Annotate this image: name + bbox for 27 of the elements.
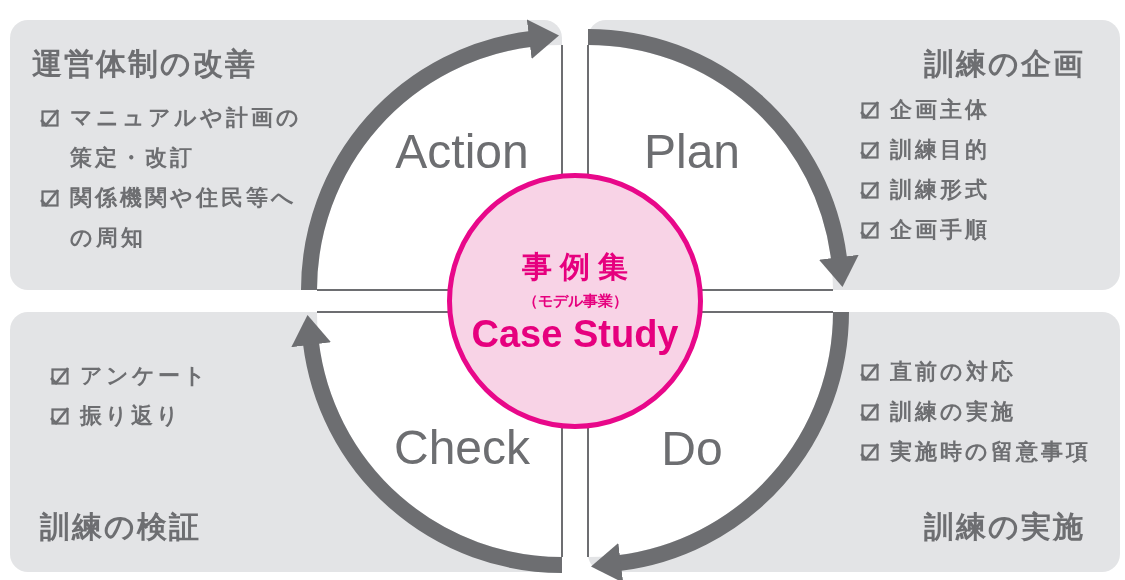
cycle-arrow — [301, 19, 559, 291]
quadrant-label: Do — [661, 420, 723, 476]
checklist-item: 関係機関や住民等への周知 — [70, 184, 298, 252]
checklist-item: 実施時の留意事項 — [890, 438, 1091, 466]
circle-title: 事例集 — [522, 247, 636, 286]
panel-heading: 訓練の実施 — [924, 508, 1085, 546]
checklist-item: マニュアルや計画の策定・改訂 — [70, 104, 302, 172]
checklist-item: 訓練目的 — [890, 136, 990, 164]
panel-heading: 訓練の企画 — [924, 45, 1085, 83]
checklist-item: 振り返り — [80, 402, 182, 430]
quadrant-label: Plan — [643, 123, 741, 179]
quadrant-label: Action — [395, 123, 529, 179]
cycle-arrow — [587, 29, 859, 287]
checklist-item: アンケート — [80, 362, 209, 390]
panel-heading: 訓練の検証 — [40, 508, 201, 546]
checklist-item: 訓練の実施 — [890, 398, 1016, 426]
circle-label: Case Study — [471, 312, 679, 356]
checklist-item: 直前の対応 — [890, 358, 1016, 386]
checklist-item: 企画主体 — [890, 96, 990, 124]
checklist-item: 企画手順 — [890, 216, 990, 244]
cycle-arrow — [291, 315, 563, 573]
circle-subtitle: （モデル事業） — [522, 291, 628, 311]
quadrant-label: Check — [393, 419, 531, 475]
panel-heading: 運営体制の改善 — [32, 45, 257, 83]
category-panel — [10, 312, 562, 572]
cycle-arrow — [591, 311, 849, 580]
checklist-item: 訓練形式 — [890, 176, 990, 204]
